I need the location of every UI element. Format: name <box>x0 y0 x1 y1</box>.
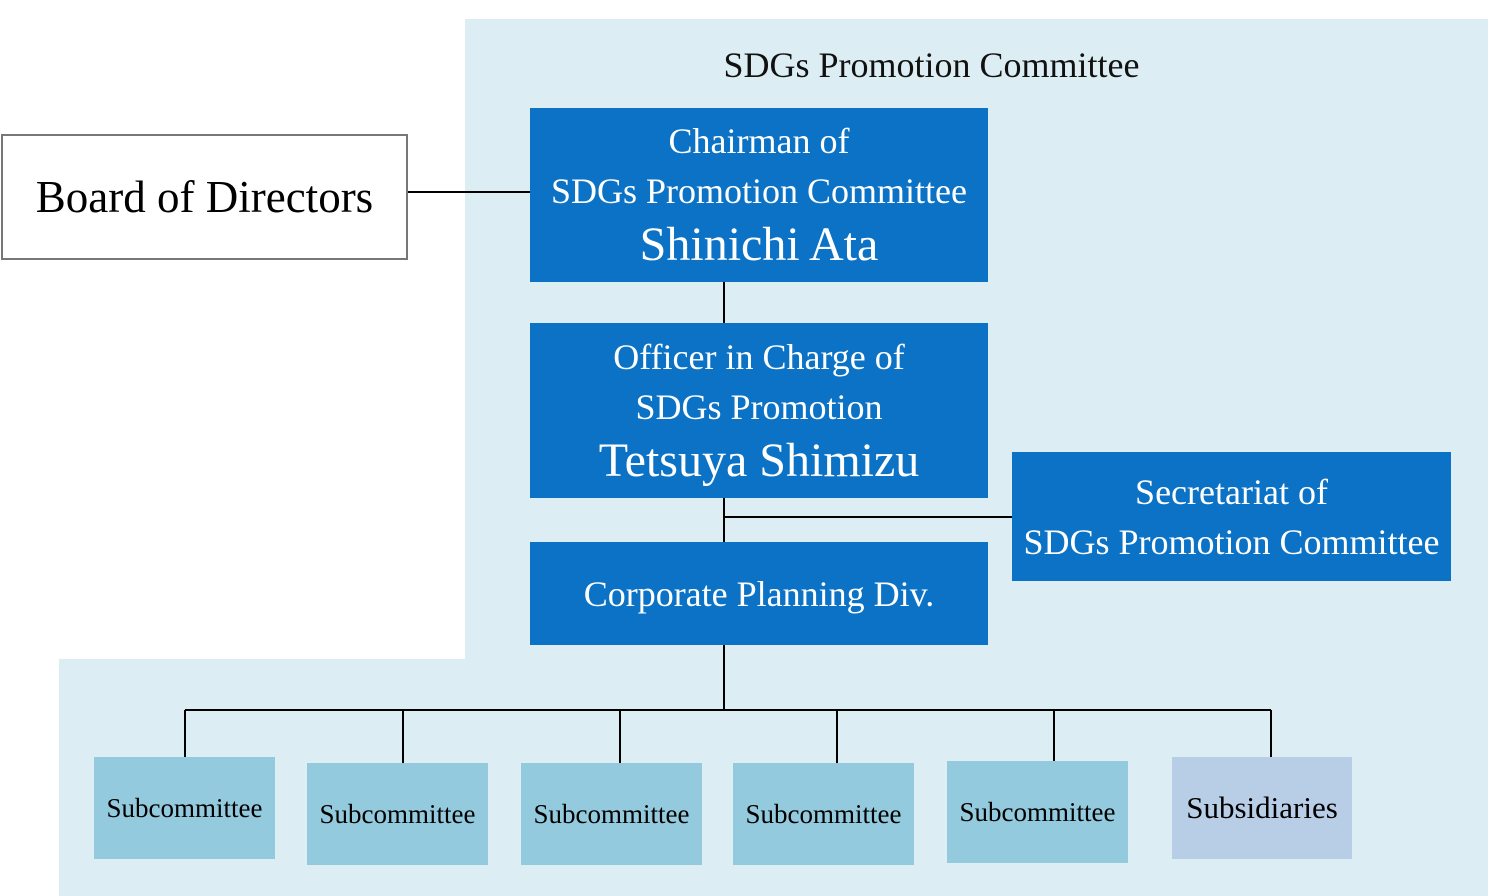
chairman-name: Shinichi Ata <box>639 218 879 271</box>
subcommittee-box-1: Subcommittee <box>94 757 275 859</box>
chairman-role-line1: Chairman of <box>668 121 850 161</box>
secretariat-line2: SDGs Promotion Committee <box>1023 521 1440 562</box>
officer-role-line1: Officer in Charge of <box>613 336 905 377</box>
subcommittee-label: Subcommittee <box>745 798 902 829</box>
subsidiaries-box: Subsidiaries <box>1172 757 1352 859</box>
subsidiaries-label: Subsidiaries <box>1186 790 1338 825</box>
subcommittee-box-5: Subcommittee <box>947 761 1128 863</box>
officer-role-line2: SDGs Promotion <box>635 386 883 427</box>
board-label: Board of Directors <box>35 172 374 222</box>
secretariat-line1: Secretariat of <box>1135 471 1328 512</box>
committee-title: SDGs Promotion Committee <box>723 45 1140 85</box>
subcommittee-label: Subcommittee <box>106 792 263 823</box>
subcommittee-label: Subcommittee <box>959 796 1116 827</box>
officer-name: Tetsuya Shimizu <box>598 433 920 487</box>
officer-box: Officer in Charge of SDGs Promotion Tets… <box>530 323 988 498</box>
corporate-planning-label: Corporate Planning Div. <box>583 573 935 614</box>
subcommittee-label: Subcommittee <box>533 798 690 829</box>
chairman-box: Chairman of SDGs Promotion Committee Shi… <box>530 108 988 282</box>
subcommittee-box-2: Subcommittee <box>307 763 488 865</box>
board-of-directors-box: Board of Directors <box>1 134 408 260</box>
chairman-role-line2: SDGs Promotion Committee <box>550 171 968 211</box>
subcommittee-box-3: Subcommittee <box>521 763 702 865</box>
subcommittee-label: Subcommittee <box>319 798 476 829</box>
secretariat-box: Secretariat of SDGs Promotion Committee <box>1012 452 1451 581</box>
corporate-planning-box: Corporate Planning Div. <box>530 542 988 645</box>
subcommittee-box-4: Subcommittee <box>733 763 914 865</box>
